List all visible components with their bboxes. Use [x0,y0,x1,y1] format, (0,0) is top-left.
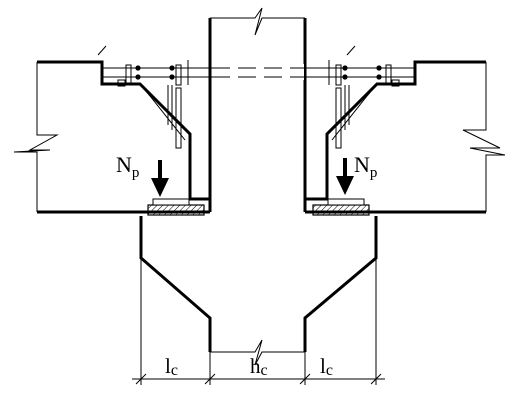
lower-column-left-edge [139,216,212,352]
right-bolt-2 [342,74,348,80]
lower-column-right-edge [303,216,378,352]
force-label-left-sub: p [132,165,140,181]
left-bolt-2 [135,74,141,80]
right-bolt-3 [376,65,382,71]
right-corbel-inner-line [331,83,378,141]
dim-label-left: lc [165,354,178,379]
force-label-right-sub: p [370,165,378,181]
force-label-right: Np [354,152,377,181]
upper-column-break-line [210,7,305,36]
lower-column [139,216,378,352]
dim-label-right-main: l [320,354,326,378]
left-bearing-plate [152,198,190,206]
left-anchor-plate-c [175,87,182,149]
right-anchor-assembly [328,45,400,149]
right-anchor-plate-c [335,87,342,149]
left-anchor-plate-a [125,64,132,86]
tie-rods [102,64,415,80]
dim-tick-3 [299,373,311,385]
dim-tick-1 [135,373,147,385]
force-label-left: Np [116,152,139,181]
right-anchor-plate-a [385,64,392,86]
right-bolt-4 [376,74,382,80]
dim-tick-4 [370,373,382,385]
left-bolt-3 [169,65,175,71]
right-load-arrow-head [336,176,354,195]
dim-label-center: hc [250,354,268,379]
dim-label-right: lc [320,354,333,379]
right-small-block [391,79,400,87]
right-bolt-1 [342,65,348,71]
dim-label-right-sub: c [326,362,333,379]
right-bolt-heads [342,65,382,80]
left-small-block [117,79,126,87]
left-bolt-4 [169,74,175,80]
left-anchor-assembly [97,45,189,149]
force-label-right-main: N [354,152,370,177]
right-beam [305,60,506,214]
left-corbel-inner-line [139,83,186,141]
dim-label-center-sub: c [261,362,268,379]
dimension-lines [132,258,385,385]
right-tick-mark [346,45,356,56]
dim-tick-2 [204,373,216,385]
left-anchor-plate-b [175,64,182,86]
right-beam-break-line [462,62,506,212]
right-bearing-plate [327,198,365,206]
right-beam-top-edge [305,60,486,201]
lower-column-break-line [210,339,305,366]
right-bearing-pad [312,204,370,216]
dim-label-left-main: l [165,354,171,378]
right-anchor-plate-b [335,64,342,86]
dim-label-left-sub: c [171,362,178,379]
left-beam-top-edge [37,60,210,201]
left-tick-mark [97,45,107,56]
left-beam-break-line [13,62,59,212]
tie-rod-gap-mask [212,64,304,80]
force-label-left-main: N [116,152,132,177]
left-load-arrow-head [151,178,169,197]
upper-column [208,7,307,212]
dim-label-center-main: h [250,354,261,378]
left-bolt-1 [135,65,141,71]
left-load-arrow [151,160,169,197]
right-load-arrow [336,158,354,195]
left-bearing-pad [147,204,205,216]
left-bolt-heads [135,65,175,80]
